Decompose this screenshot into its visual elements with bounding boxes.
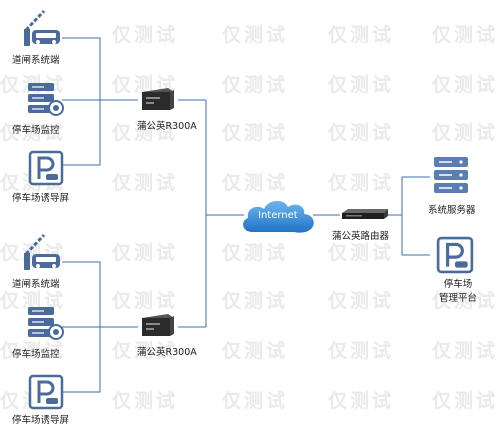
parking-p-icon	[436, 236, 474, 274]
watermark: 仅测试	[112, 390, 179, 412]
camera-server-icon	[28, 83, 64, 116]
watermark: 仅测试	[328, 290, 395, 312]
barrier-gate-label: 道闸系统端	[12, 55, 60, 66]
connector	[401, 176, 430, 256]
platform-label-line2: 管理平台	[438, 293, 477, 304]
platform-label-line1: 停车场	[443, 279, 473, 290]
router-label: 蒲公英R300A	[137, 347, 197, 358]
watermark: 仅测试	[222, 390, 289, 412]
watermark: 仅测试	[432, 24, 499, 46]
barrier-gate-label: 道闸系统端	[12, 279, 60, 290]
server-label: 系统服务器	[428, 205, 476, 216]
watermark: 仅测试	[112, 122, 179, 144]
connector	[62, 37, 101, 166]
watermark: 仅测试	[112, 290, 179, 312]
camera-label: 停车场监控	[12, 349, 60, 360]
cloud-label: Internet	[258, 210, 298, 221]
watermark: 仅测试	[432, 122, 499, 144]
watermark: 仅测试	[432, 290, 499, 312]
watermark: 仅测试	[222, 242, 289, 264]
guidance-screen-label: 停车场诱导屏	[12, 415, 70, 426]
guidance-screen-label: 停车场诱导屏	[12, 193, 70, 204]
watermark: 仅测试	[328, 74, 395, 96]
router-box-icon	[142, 314, 174, 336]
server-icon	[434, 157, 468, 193]
camera-label: 停车场监控	[12, 125, 60, 136]
watermark: 仅测试	[112, 340, 179, 362]
watermark: 仅测试	[328, 340, 395, 362]
watermark: 仅测试	[222, 74, 289, 96]
watermark: 仅测试	[112, 172, 179, 194]
router-box-icon	[142, 88, 174, 110]
center-router-label: 蒲公英路由器	[332, 231, 390, 242]
parking-p-icon	[28, 150, 64, 186]
watermark: 仅测试	[222, 172, 289, 194]
watermark: 仅测试	[328, 24, 395, 46]
watermark: 仅测试	[432, 340, 499, 362]
barrier-gate-icon	[24, 9, 60, 46]
router-label: 蒲公英R300A	[137, 121, 197, 132]
watermark: 仅测试	[222, 24, 289, 46]
cloud-icon	[243, 200, 314, 233]
watermark: 仅测试	[328, 172, 395, 194]
watermark: 仅测试	[432, 74, 499, 96]
watermark: 仅测试	[432, 390, 499, 412]
watermark: 仅测试	[222, 290, 289, 312]
watermark: 仅测试	[0, 122, 67, 144]
watermark: 仅测试	[112, 242, 179, 264]
parking-p-icon	[28, 374, 64, 410]
camera-server-icon	[28, 307, 64, 340]
watermark: 仅测试	[222, 340, 289, 362]
rack-router-icon	[342, 209, 388, 219]
watermark: 仅测试	[0, 290, 67, 312]
watermark: 仅测试	[328, 390, 395, 412]
watermark: 仅测试	[328, 122, 395, 144]
barrier-gate-icon	[24, 233, 60, 270]
watermark: 仅测试	[0, 340, 67, 362]
watermark: 仅测试	[222, 122, 289, 144]
watermark: 仅测试	[328, 242, 395, 264]
watermark: 仅测试	[112, 24, 179, 46]
